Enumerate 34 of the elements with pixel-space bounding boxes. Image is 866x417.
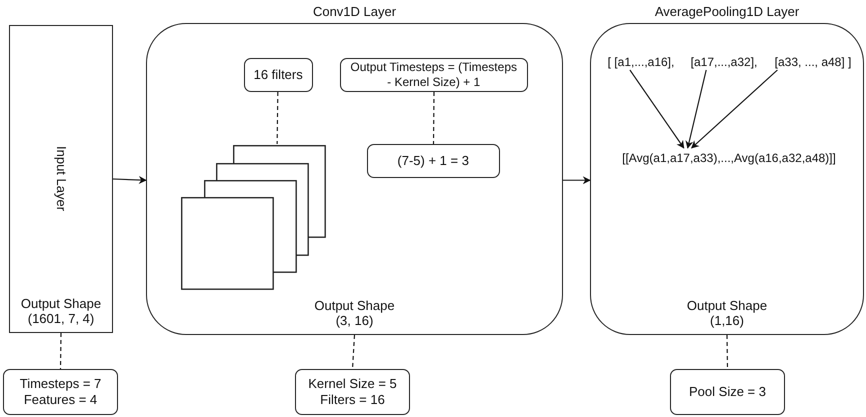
arrow [112, 176, 147, 184]
note-box [244, 58, 313, 92]
formula-text: [a17,...,a32], [690, 54, 758, 70]
layer-title: Input Layer [53, 146, 69, 212]
dashed-connector [276, 92, 278, 144]
output-shape-text: Output Shape (1601, 7, 4) [20, 296, 102, 327]
filter-stack-drawing [181, 145, 326, 291]
dashed-connector [726, 335, 728, 369]
formula-text: [ [a1,...,a16], [608, 54, 674, 70]
formula-text: [a33, ..., a48] ] [774, 54, 852, 70]
note-box [3, 369, 118, 415]
dashed-connector [352, 334, 356, 370]
dashed-connector [432, 92, 435, 144]
note-text: Kernel Size = 5 Filters = 16 [307, 376, 398, 408]
layer-title: AveragePooling1D Layer [654, 4, 800, 20]
note-text: 16 filters [254, 66, 303, 82]
note-text: Output Timesteps = (Timesteps - Kernel Size) + 1 [350, 60, 518, 90]
note-box [340, 58, 528, 92]
layer-title: Conv1D Layer [312, 4, 396, 20]
layer-box [9, 25, 113, 333]
dashed-connector [60, 333, 62, 369]
note-box [670, 369, 785, 415]
note-text: Pool Size = 3 [689, 384, 766, 400]
formula-text: [[Avg(a1,a17,a33),...,Avg(a16,a32,a48)]] [622, 150, 836, 166]
note-text: (7-5) + 1 = 3 [397, 152, 469, 168]
output-shape-text: Output Shape (3, 16) [313, 298, 396, 329]
note-box [295, 369, 410, 415]
output-shape-text: Output Shape (1,16) [686, 298, 768, 329]
arrow [691, 70, 778, 149]
arrow [685, 70, 707, 149]
note-box [366, 144, 500, 178]
arrow [563, 176, 591, 184]
note-text: Timesteps = 7 Features = 4 [18, 376, 102, 408]
arrow [629, 70, 684, 149]
